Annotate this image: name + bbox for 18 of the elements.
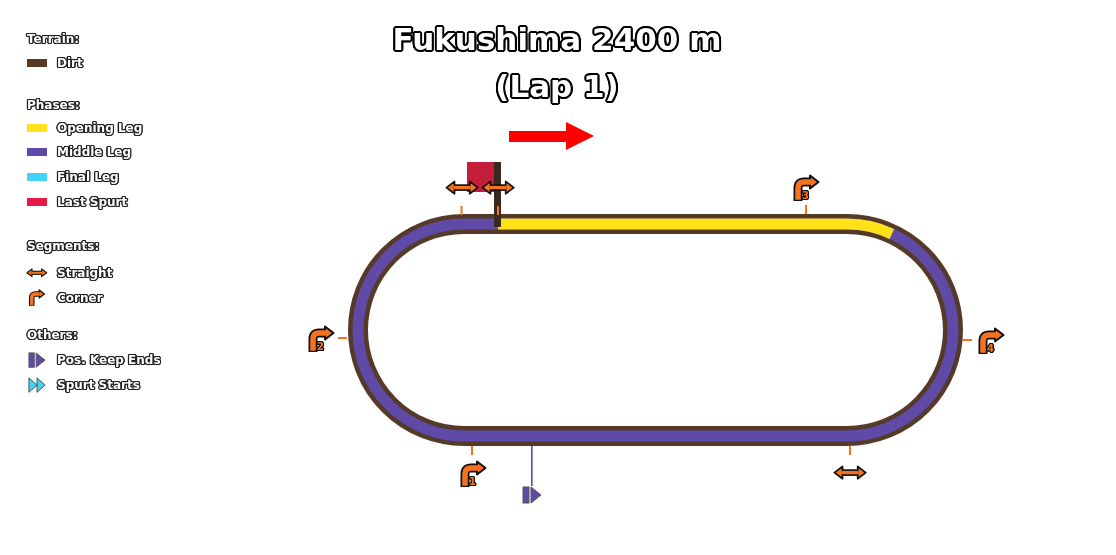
legend-label: Spurt Starts	[57, 377, 140, 393]
corner-number: 4	[987, 343, 994, 355]
legend-label: Pos. Keep Ends	[57, 352, 161, 368]
corner-number: 1	[469, 476, 476, 488]
legend-heading: Terrain:	[27, 31, 80, 47]
legend-heading: Phases:	[27, 97, 80, 113]
title: Fukushima 2400 m (Lap 1)	[391, 20, 723, 107]
legend-heading: Others:	[27, 327, 78, 343]
legend-label: Opening Leg	[57, 120, 143, 136]
legend-label: Middle Leg	[57, 144, 132, 160]
legend-label: Dirt	[57, 55, 83, 71]
legend-label: Last Spurt	[57, 194, 128, 210]
legend-label: Straight	[57, 265, 113, 281]
corner-number: 2	[317, 341, 324, 353]
corner-number: 3	[802, 190, 809, 202]
legend-heading: Segments:	[27, 238, 100, 254]
legend-label: Final Leg	[57, 169, 119, 185]
legend-label: Corner	[57, 290, 103, 306]
